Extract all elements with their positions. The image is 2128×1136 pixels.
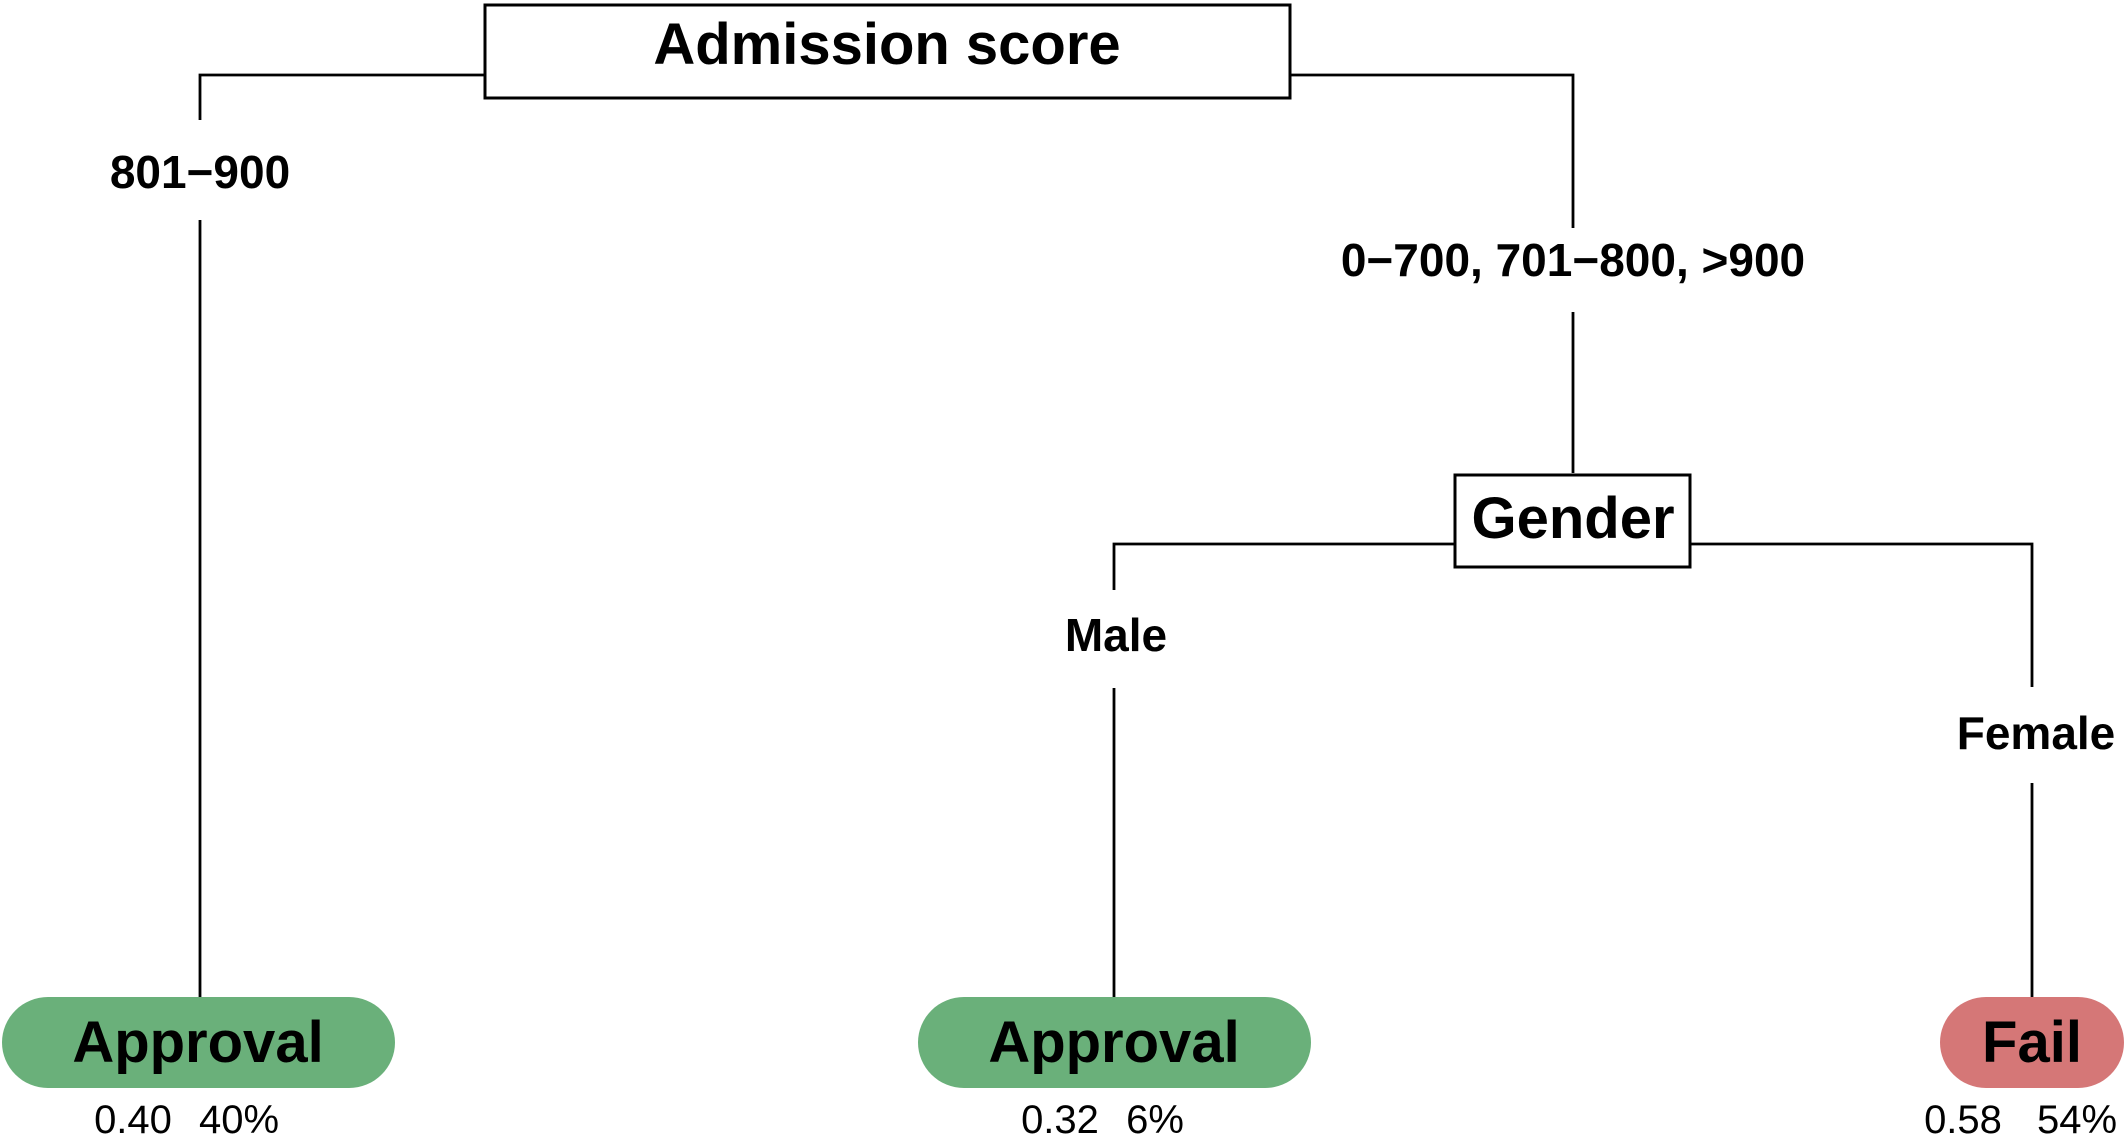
gender-node: Gender (1453, 473, 1692, 569)
edge-gender-female (1690, 542, 2034, 687)
leaf-approval-middle-shape (918, 997, 1311, 1088)
branch-label-801-900: 801−900 (110, 146, 290, 198)
leaf-label: Approval (72, 1010, 323, 1075)
leaf-label: Fail (1982, 1010, 2082, 1075)
edge-root-left (198, 73, 485, 120)
leaf-label: Approval (988, 1010, 1239, 1075)
tree-edges (198, 73, 2034, 998)
branch-label-male: Male (1065, 609, 1167, 661)
gender-node-box (1453, 473, 1692, 569)
edge-root-right (1290, 73, 1575, 228)
leaf-fail-shape (1940, 997, 2124, 1088)
leaf-probability: 0.40 (94, 1098, 172, 1136)
leaf-percentage: 54% (2037, 1098, 2117, 1136)
edge-gender-male (1112, 542, 1455, 590)
leaf-node: Fail 0.58 54% (1924, 997, 2124, 1136)
root-node: Admission score (483, 3, 1292, 100)
root-node-box (483, 3, 1292, 100)
root-node-label: Admission score (653, 12, 1120, 77)
leaf-percentage: 6% (1126, 1098, 1184, 1136)
leaf-probability: 0.58 (1924, 1098, 2002, 1136)
leaf-approval-left-shape (2, 997, 395, 1088)
gender-node-label: Gender (1471, 486, 1674, 551)
branch-label-female: Female (1957, 707, 2116, 759)
leaf-probability: 0.32 (1021, 1098, 1099, 1136)
leaf-node: Approval 0.32 6% (918, 997, 1311, 1136)
leaf-node: Approval 0.40 40% (2, 997, 395, 1136)
branch-label-other-scores: 0−700, 701−800, >900 (1341, 234, 1805, 286)
leaf-percentage: 40% (199, 1098, 279, 1136)
